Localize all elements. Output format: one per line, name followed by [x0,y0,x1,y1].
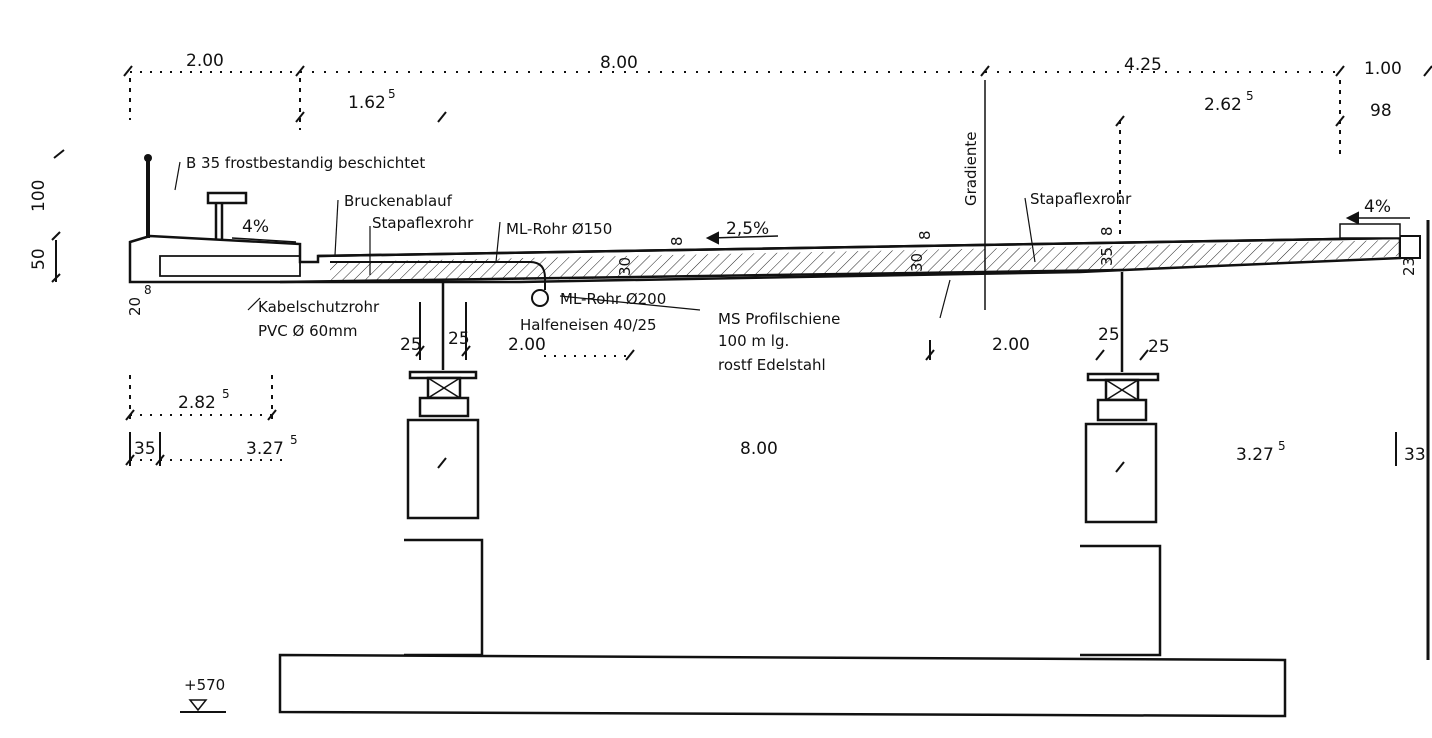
dim-30-a: 30 [616,257,634,276]
right-cap [1399,235,1421,259]
annotation-labels: B 35 frostbestandig beschichtet Bruckena… [186,131,1132,374]
dimension-labels: 2.00 8.00 4.25 1.00 1.62 5 2.62 5 98 100… [29,51,1426,694]
dim-2-62: 2.62 [1204,95,1242,115]
label-ml-rohr-200: ML-Rohr Ø200 [560,290,666,308]
left-cap-recess [159,255,301,277]
label-pvc: PVC Ø 60mm [258,322,357,340]
dim-2-82-sup: 5 [222,387,230,401]
label-length: 100 m lg. [718,332,789,350]
dim-35: 35 [1098,247,1116,266]
pier-left [404,282,484,657]
dim-3-27-left-sup: 5 [290,433,298,447]
foundation [278,653,1287,718]
dim-20-sup: 8 [144,283,152,297]
dim-100: 100 [29,180,49,212]
deck-bottom-line [279,268,1125,284]
label-gradiente: Gradiente [962,131,980,206]
dim-50: 50 [29,248,49,270]
dim-3-27-left: 3.27 [246,439,284,459]
dim-8-00-bottom: 8.00 [740,439,778,459]
pier-right [1080,272,1162,657]
railing-top [144,154,152,162]
dimension-ticks [51,65,1432,713]
right-curb [1339,223,1401,239]
dim-25-a: 25 [400,335,422,355]
level-570: +570 [184,676,225,694]
dim-8-a: 8 [668,236,686,246]
dim-25-b: 25 [448,329,470,349]
dim-2-82: 2.82 [178,393,216,413]
deck-top-line [317,236,1401,258]
label-ml-rohr-150: ML-Rohr Ø150 [506,220,612,238]
dim-33: 33 [1404,445,1426,465]
dim-25-c: 25 [1098,325,1120,345]
label-stapaflex-2: Stapaflexrohr [1030,190,1132,208]
dim-2-00-mid: 2.00 [508,335,546,355]
dim-4-25: 4.25 [1124,55,1162,75]
dim-20: 20 [126,297,144,316]
dim-35-bottom: 35 [134,439,156,459]
label-halfeneisen: Halfeneisen 40/25 [520,316,657,334]
dim-1-62: 1.62 [348,93,386,113]
deck-hatching [330,240,1400,280]
slope-2-5pct: 2,5% [726,219,769,239]
label-ms-profilschiene: MS Profilschiene [718,310,840,328]
dim-1-62-sup: 5 [388,87,396,101]
dim-2-00-right: 2.00 [992,335,1030,355]
dim-8-00-top: 8.00 [600,53,638,73]
dim-1-00: 1.00 [1364,59,1402,79]
dim-2-00-top: 2.00 [186,51,224,71]
dim-23: 23 [1400,257,1418,276]
dim-98: 98 [1370,101,1392,121]
barrier [206,191,248,240]
slope-4pct-right: 4% [1364,197,1391,217]
slope-4pct-left: 4% [242,217,269,237]
label-b35: B 35 frostbestandig beschichtet [186,154,425,172]
label-brueckenablauf: Bruckenablauf [344,192,453,210]
ml-rohr-150 [330,261,546,290]
dim-3-27-right: 3.27 [1236,445,1274,465]
label-kabelschutzrohr: Kabelschutzrohr [258,298,380,316]
dim-2-62-sup: 5 [1246,89,1254,103]
ml-rohr-200 [531,289,549,307]
label-edelstahl: rostf Edelstahl [718,356,826,374]
dim-8-c: 8 [1098,226,1116,236]
dim-3-27-right-sup: 5 [1278,439,1286,453]
dim-25-d: 25 [1148,337,1170,357]
dim-8-b: 8 [916,230,934,240]
label-stapaflex-1: Stapaflexrohr [372,214,474,232]
dim-30-b: 30 [908,253,926,272]
